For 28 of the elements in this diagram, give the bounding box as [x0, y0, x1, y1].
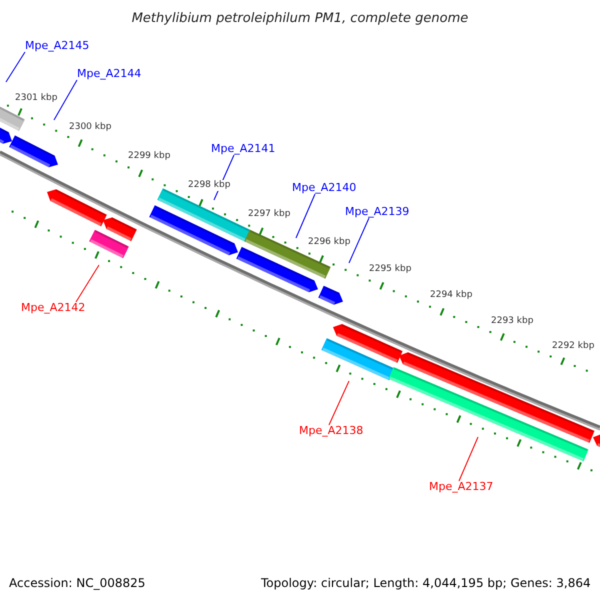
- leader-line: [54, 80, 78, 120]
- leader-line: [328, 380, 350, 426]
- scale-label: 2299 kbp: [128, 151, 170, 162]
- leader-line: [348, 218, 370, 264]
- gene-label: Mpe_A2137: [429, 481, 494, 493]
- gene-label: Mpe_A2141: [211, 143, 276, 155]
- leader-line: [458, 436, 478, 482]
- scale-label: 2298 kbp: [188, 180, 230, 191]
- scale-label: 2301 kbp: [15, 93, 58, 104]
- title: Methylibium petroleiphilum PM1, complete genome: [130, 11, 470, 26]
- gene-label: Mpe_A2144: [77, 68, 142, 80]
- scale-label: 2295 kbp: [369, 264, 412, 275]
- gene-label: Mpe_A2140: [292, 182, 356, 194]
- gene-label: Mpe_A2139: [345, 206, 410, 218]
- leader-line: [76, 264, 100, 302]
- scale-label: 2293 kbp: [491, 316, 534, 327]
- leader-line: [6, 52, 26, 82]
- gene-label: Mpe_A2145: [25, 40, 90, 52]
- scale-label: 2292 kbp: [552, 341, 594, 352]
- leader-line: [296, 194, 316, 238]
- gene-label: Mpe_A2142: [21, 302, 86, 314]
- genome-info-text: Topology: circular; Length: 4,044,195 bp; Genes: 3,864: [261, 576, 591, 590]
- accession-text: Accession: NC_008825: [9, 576, 146, 590]
- scale-label: 2294 kbp: [430, 290, 472, 301]
- scale-label: 2300 kbp: [69, 122, 112, 133]
- scale-label: 2296 kbp: [308, 237, 350, 248]
- scale-label: 2297 kbp: [248, 209, 290, 220]
- gene-label: Mpe_A2138: [299, 425, 364, 437]
